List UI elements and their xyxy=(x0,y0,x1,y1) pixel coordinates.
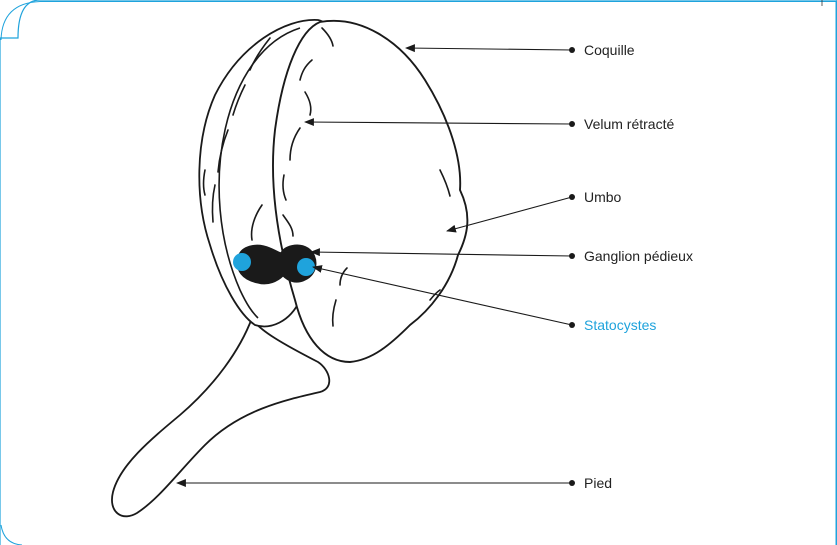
frame-bottom-left xyxy=(1,525,22,545)
foot-shape xyxy=(112,318,329,516)
statocyst-right xyxy=(297,258,315,276)
label-coquille: Coquille xyxy=(584,42,635,58)
label-umbo: Umbo xyxy=(584,189,622,205)
leader-coquille xyxy=(406,48,572,50)
label-statocystes: Statocystes xyxy=(584,317,656,333)
dot-velum xyxy=(569,121,575,127)
label-ganglion: Ganglion pédieux xyxy=(584,248,693,264)
dot-umbo xyxy=(569,194,575,200)
dot-pied xyxy=(569,480,575,486)
label-velum: Velum rétracté xyxy=(584,116,674,132)
label-pied: Pied xyxy=(584,475,612,491)
dot-ganglion xyxy=(569,253,575,259)
dot-coquille xyxy=(569,47,575,53)
dot-statocystes xyxy=(569,322,575,328)
statocyst-left xyxy=(233,253,251,271)
leader-dots xyxy=(569,47,575,486)
